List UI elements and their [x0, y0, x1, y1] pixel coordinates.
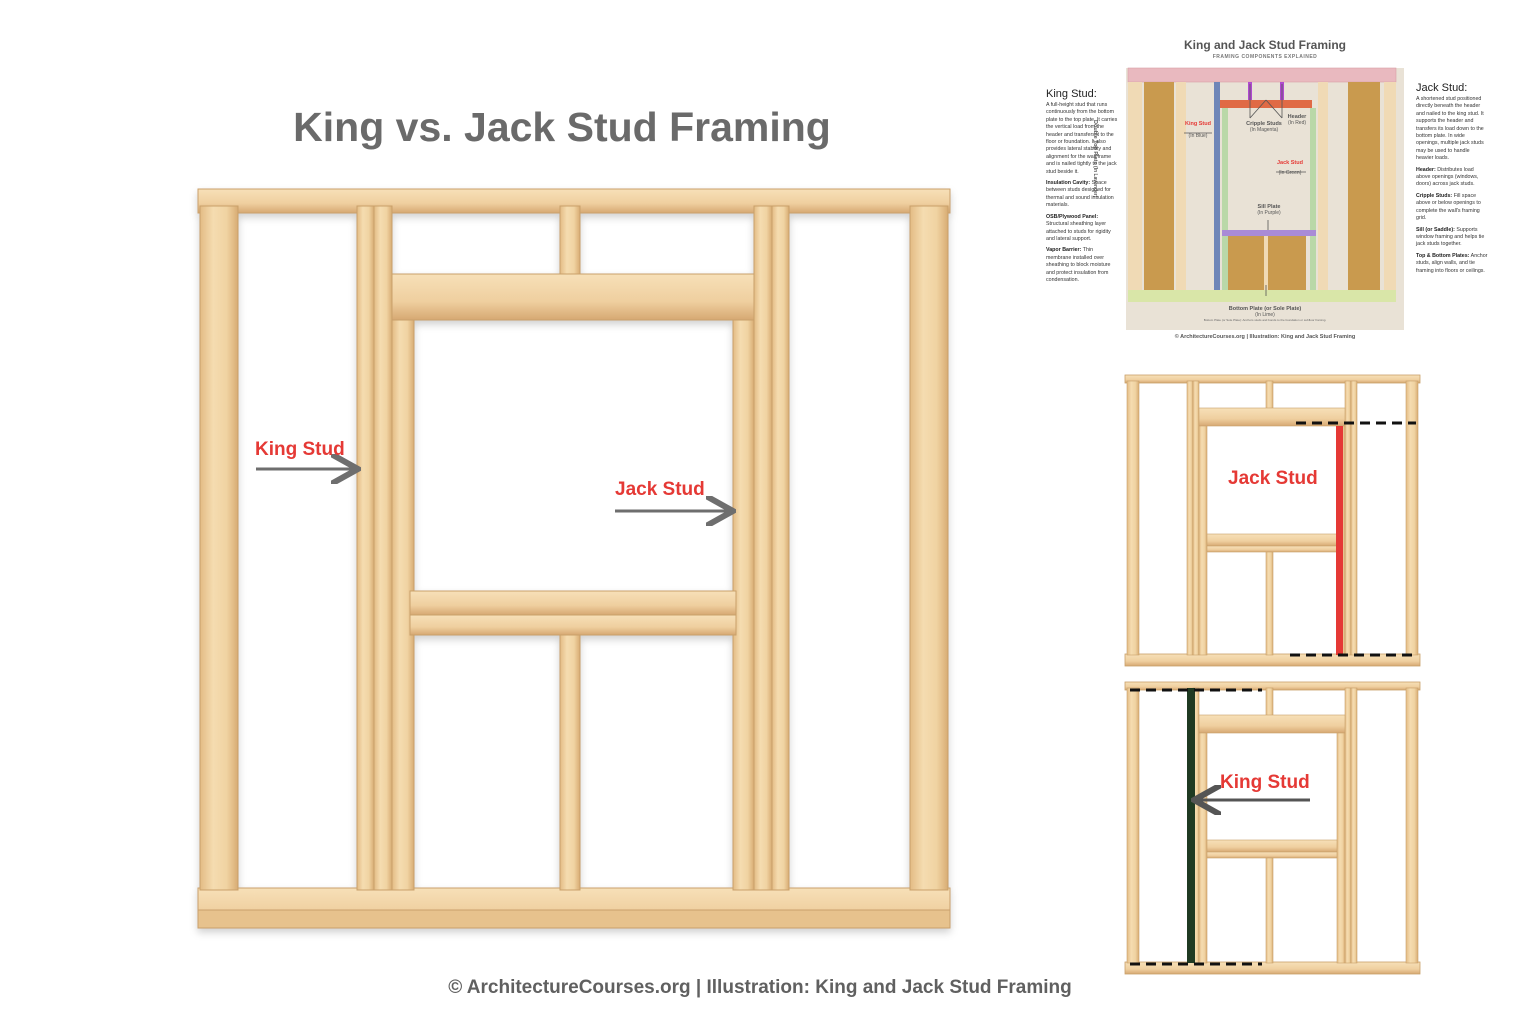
main-wall-frame: [197, 188, 951, 929]
header: [391, 273, 755, 321]
reference-subtitle: FRAMING COMPONENTS EXPLAINED: [1212, 54, 1318, 60]
reference-left-column: King Stud: A full-height stud that runs …: [1046, 88, 1118, 284]
vapor-barrier-item: Vapor Barrier: Thin membrane installed o…: [1046, 247, 1111, 283]
ref-header-label: Header (In Red): [1287, 114, 1307, 126]
sill-item: Sill (or Saddle): Supports window framin…: [1416, 226, 1485, 248]
thumb-jack-stud: [1124, 374, 1421, 667]
jack-stud-heading: Jack Stud:: [1416, 82, 1468, 94]
cripple-stud-bottom: [559, 634, 581, 891]
king-stud-heading: King Stud:: [1046, 88, 1097, 100]
double-top-plate-label: Double Top Plate (In Lavender): [1092, 120, 1098, 198]
king-stud-right: [753, 205, 773, 891]
cripple-stud-top: [559, 205, 581, 275]
ref-cripple-studs-label: Cripple Studs (In Magenta): [1246, 121, 1282, 133]
king-stud-left: [356, 205, 375, 891]
page-title: King vs. Jack Stud Framing: [293, 104, 831, 150]
footer-credit: © ArchitectureCourses.org | Illustration…: [448, 977, 1072, 998]
jack-stud-label: Jack Stud: [615, 479, 705, 500]
sill-plate: [409, 590, 737, 616]
king-stud-label: King Stud: [255, 439, 345, 460]
thumb-jack-label: Jack Stud: [1228, 468, 1318, 489]
reference-credit: © ArchitectureCourses.org | Illustration…: [1174, 334, 1356, 340]
thumb-king-stud: [1124, 681, 1421, 975]
end-stud-left: [199, 205, 239, 891]
ref-bottom-plate-label: Bottom Plate (or Sole Plate) (In Lime) B…: [1203, 306, 1327, 322]
king-stud-highlight: [1187, 688, 1195, 963]
ref-sill-plate-label: Sill Plate (In Purple): [1257, 204, 1281, 216]
insulation-cavity-item: Insulation Cavity: Space between studs d…: [1046, 180, 1114, 209]
reference-diagram: [1126, 67, 1404, 330]
cripple-studs-item: Cripple Studs: Fill space above or below…: [1416, 192, 1481, 222]
end-stud-right: [909, 205, 949, 891]
jack-stud-description: A shortened stud positioned directly ben…: [1416, 96, 1484, 162]
king-stud-description: A full-height stud that runs continuousl…: [1046, 102, 1118, 175]
ref-king-stud-label: King Stud (In Blue): [1185, 121, 1211, 139]
reference-title: King and Jack Stud Framing: [1183, 38, 1347, 52]
thumb-king-label: King Stud: [1220, 772, 1310, 793]
header-item: Header: Distributes load above openings …: [1416, 166, 1479, 188]
plates-item: Top & Bottom Plates: Anchor studs, align…: [1416, 252, 1488, 274]
osb-panel-item: OSB/Plywood Panel: Structural sheathing …: [1046, 213, 1111, 242]
jack-stud-highlight: [1336, 426, 1343, 655]
ref-jack-stud-label: Jack Stud (In Green): [1277, 160, 1303, 176]
reference-right-column: Jack Stud: A shortened stud positioned d…: [1416, 82, 1488, 275]
